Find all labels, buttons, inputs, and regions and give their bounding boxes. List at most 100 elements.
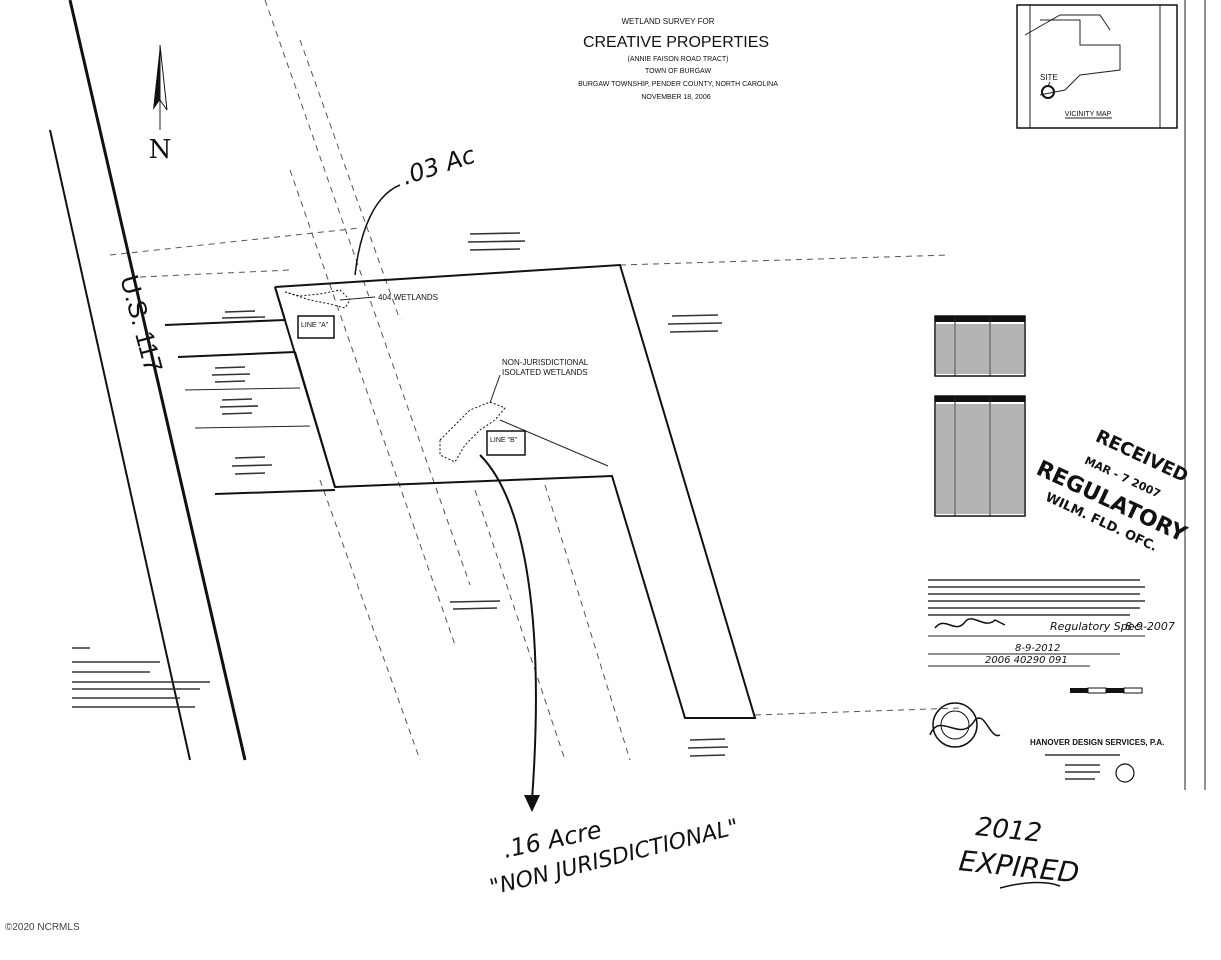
north-arrow-head	[153, 45, 160, 110]
cert-action-id: 2006 40290 091	[985, 655, 1068, 666]
vicinity-map: SITE VICINITY MAP	[1016, 4, 1178, 129]
illegible-lot-annotations	[211, 232, 729, 757]
scale-bar-seg-2	[1087, 687, 1107, 694]
parcel-boundary	[164, 263, 757, 719]
us-117-road: U.S. 117	[49, 0, 247, 761]
firm-block: HANOVER DESIGN SERVICES, P.A.	[1030, 738, 1164, 783]
firm-name: HANOVER DESIGN SERVICES, P.A.	[1030, 738, 1164, 747]
hand-underline	[999, 881, 1061, 889]
lot-line-2	[177, 351, 296, 358]
vicinity-map-boundary	[1024, 14, 1111, 36]
line-a-table-header	[935, 316, 1025, 322]
line-b-bearing	[499, 419, 609, 467]
certification-block: Regulatory Spec. 8-9-2007 8-9-2012 2006 …	[928, 579, 1175, 667]
line-b-box: LINE "B"	[486, 430, 526, 456]
scale-bar-seg-1	[1070, 688, 1088, 693]
title-line-1: WETLAND SURVEY FOR	[621, 17, 714, 26]
isolated-wetlands-area: NON-JURISDICTIONAL ISOLATED WETLANDS	[439, 358, 609, 467]
hand-arrow-large-head	[524, 795, 540, 812]
easement-line-10	[319, 479, 421, 761]
road-label: U.S. 117	[114, 272, 169, 376]
main-parcel-outline	[274, 263, 757, 719]
lot-line-1	[164, 319, 286, 326]
lot-note-e1	[469, 232, 521, 235]
lot-note-c3	[221, 412, 253, 415]
lot-note-c2	[219, 405, 259, 408]
cert-signature	[934, 618, 1006, 629]
easement-line-8	[474, 489, 566, 761]
hand-arrow-small	[354, 184, 401, 276]
cert-signature-date: 8-9-2007	[1125, 620, 1175, 633]
north-arrow-label: N	[149, 135, 172, 165]
lot-line-3	[184, 387, 301, 391]
line-a-label: LINE "A"	[301, 322, 329, 329]
line-a-table	[934, 315, 1026, 377]
lot-note-h2	[452, 607, 498, 610]
lot-note-g1	[689, 738, 726, 741]
lot-note-b1	[214, 366, 246, 369]
easement-line-3	[299, 39, 401, 321]
scale-bar	[1070, 687, 1143, 694]
title-line-2: CREATIVE PROPERTIES	[583, 34, 769, 51]
lot-note-e2	[467, 240, 526, 243]
lot-note-g3	[689, 754, 726, 757]
easement-line-2	[289, 169, 456, 646]
easement-line-5	[139, 269, 291, 278]
road-edge-east	[68, 0, 247, 761]
stamp-received: RECEIVED	[1092, 426, 1191, 487]
lot-note-d2	[231, 464, 273, 467]
wetlands-404-label: 404 WETLANDS	[378, 293, 438, 302]
title-line-5: BURGAW TOWNSHIP, PENDER COUNTY, NORTH CA…	[578, 81, 778, 88]
title-block: WETLAND SURVEY FOR CREATIVE PROPERTIES (…	[578, 17, 778, 101]
firm-logo	[1115, 763, 1135, 783]
cert-signer-title: Regulatory Spec.	[1050, 620, 1144, 633]
easement-line-6	[619, 254, 951, 266]
plat-notes-block	[72, 647, 210, 708]
hand-acreage-small: .03 Ac	[398, 141, 478, 191]
non-juris-label-1: NON-JURISDICTIONAL	[502, 358, 589, 367]
surveyor-seal	[929, 702, 1001, 748]
lot-note-d3	[234, 472, 266, 475]
non-juris-label-2: ISOLATED WETLANDS	[502, 368, 588, 377]
lot-note-f3	[669, 330, 719, 333]
cert-paragraph	[928, 579, 1145, 616]
wetlands-404-leader	[339, 296, 376, 301]
line-b-frame	[486, 430, 526, 456]
lot-note-h1	[449, 600, 501, 603]
firm-address	[1045, 754, 1120, 780]
seal-inner	[940, 710, 970, 740]
copyright-notice: ©2020 NCRMLS	[5, 922, 80, 933]
easement-line-4	[109, 227, 361, 256]
title-line-4: TOWN OF BURGAW	[645, 68, 712, 75]
vicinity-site-marker	[1041, 85, 1055, 99]
handwritten-annotations: .03 Ac .16 Acre "NON JURISDICTIONAL" 201…	[354, 141, 1081, 901]
lot-note-a2	[221, 316, 266, 319]
title-line-6: NOVEMBER 18, 2006	[641, 94, 710, 101]
lot-note-d1	[234, 456, 266, 459]
lot-line-4	[194, 425, 311, 429]
hand-status: EXPIRED	[957, 844, 1081, 889]
lot-note-e3	[469, 248, 521, 251]
road-edge-west	[49, 129, 191, 761]
north-arrow-head-hollow	[159, 44, 168, 111]
vicinity-map-title: VICINITY MAP	[1065, 111, 1112, 118]
lot-note-f2	[667, 322, 723, 325]
easement-line-9	[544, 484, 631, 761]
cert-expiration-date: 8-9-2012	[1015, 643, 1060, 654]
vicinity-site-leader	[1047, 81, 1051, 87]
north-arrow: N	[149, 44, 172, 165]
lot-rear-line	[274, 286, 286, 321]
scale-bar-seg-3	[1106, 688, 1124, 693]
seal-signature	[929, 717, 1001, 737]
line-a-table-body	[936, 324, 1024, 374]
non-juris-leader	[489, 374, 501, 404]
vicinity-map-frame	[1016, 4, 1178, 129]
lot-note-g2	[687, 746, 729, 749]
line-b-table-header	[935, 396, 1025, 402]
line-b-table	[934, 395, 1026, 517]
lot-note-b2	[211, 373, 251, 376]
line-a-box: LINE "A"	[297, 315, 335, 339]
seal-outer	[932, 702, 978, 748]
vicinity-map-roads	[1039, 19, 1121, 96]
